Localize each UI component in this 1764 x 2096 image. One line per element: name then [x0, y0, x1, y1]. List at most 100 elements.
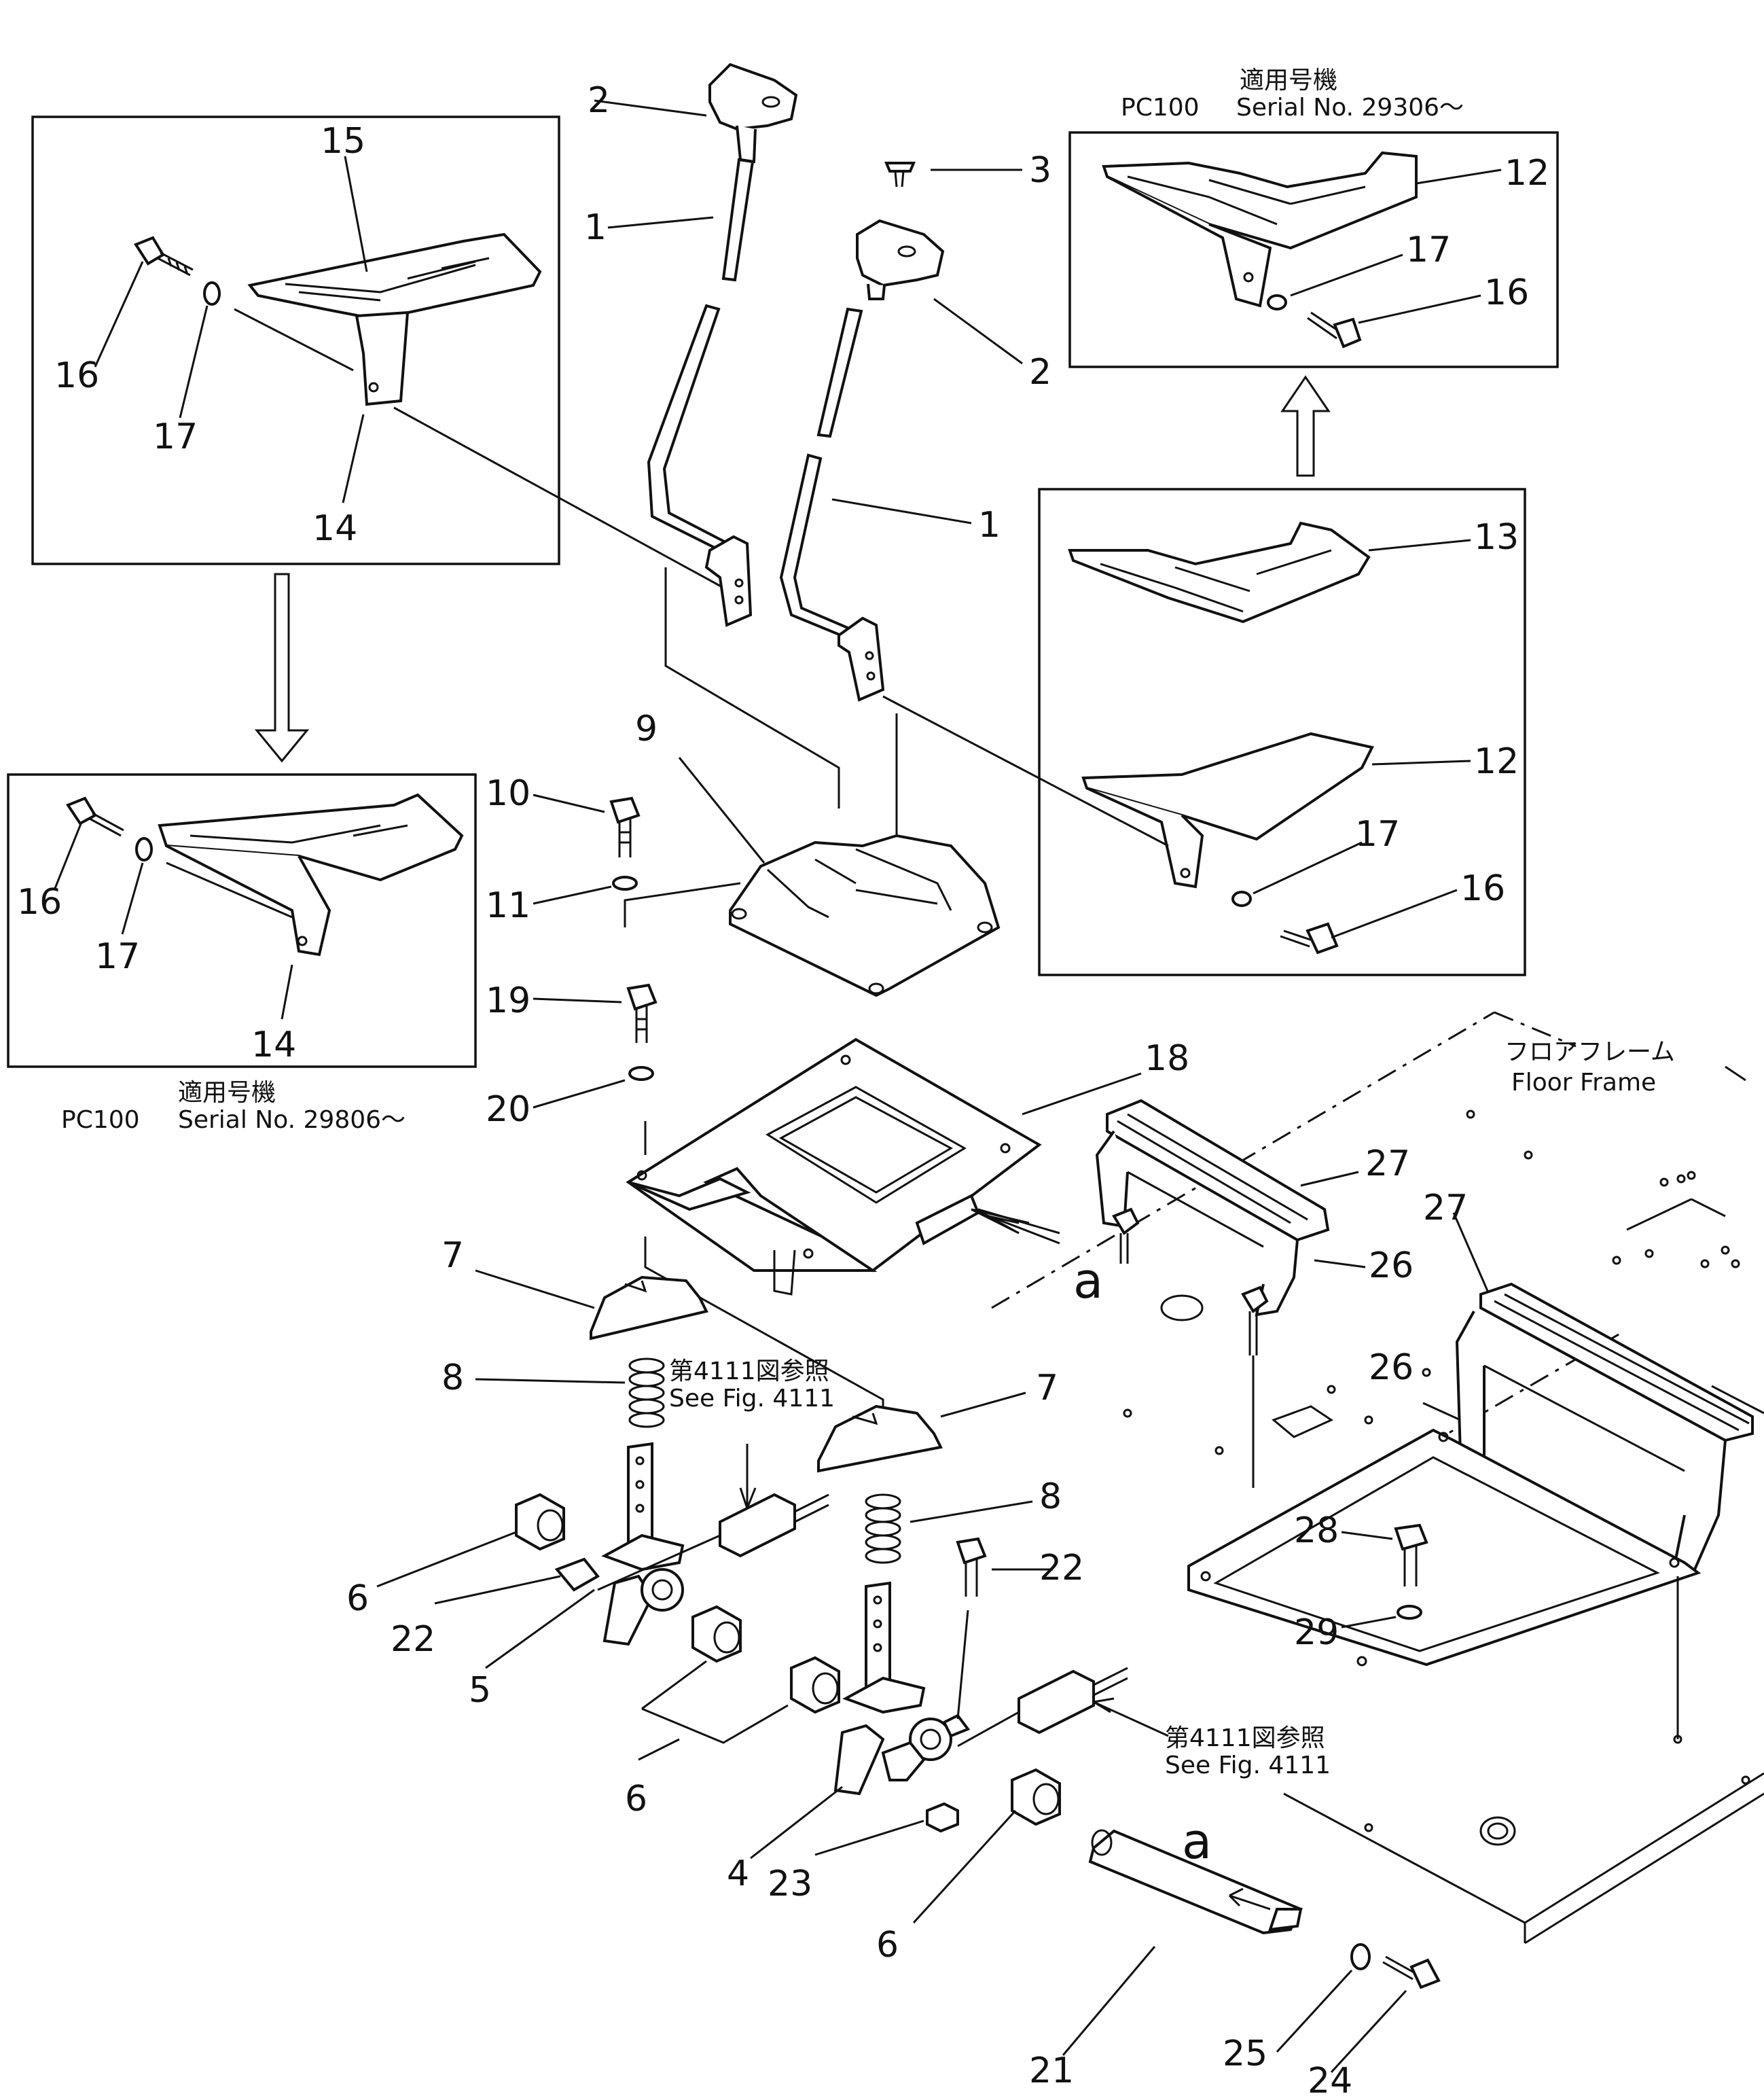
washer-17-middle-right — [1231, 891, 1252, 907]
label-7-right: 7 — [1036, 1368, 1058, 1408]
down-arrow — [254, 573, 310, 763]
label-26-upper: 26 — [1369, 1245, 1414, 1286]
label-29: 29 — [1294, 1612, 1339, 1653]
bolt-16-top-left — [134, 236, 194, 277]
nut-23 — [926, 1802, 959, 1833]
bushing-6-d — [1011, 1768, 1061, 1826]
label-14-top-left: 14 — [312, 508, 357, 549]
label-16-middle-right: 16 — [1460, 868, 1505, 909]
label-16-top-left: 16 — [54, 355, 99, 396]
stopper-7-right — [817, 1404, 943, 1473]
fig-ref-left-jp: 第4111図参照 — [669, 1357, 829, 1385]
bushing-6-a — [515, 1493, 565, 1551]
label-8-right: 8 — [1039, 1476, 1062, 1517]
bolt-16-bottom-left — [65, 796, 124, 837]
label-17-top-right: 17 — [1406, 230, 1451, 270]
lever-4 — [833, 1581, 971, 1796]
washer-29 — [1397, 1605, 1422, 1620]
label-11: 11 — [486, 885, 530, 926]
connector-right — [1018, 1667, 1169, 1737]
label-22-right: 22 — [1039, 1548, 1084, 1588]
washer-20 — [628, 1066, 654, 1081]
washer-17-top-left — [203, 281, 221, 306]
label-12-top-right: 12 — [1505, 153, 1549, 194]
label-22-left: 22 — [391, 1619, 435, 1660]
label-20: 20 — [486, 1089, 530, 1130]
washer-17-top-right — [1267, 294, 1287, 310]
label-16-bottom-left: 16 — [17, 882, 62, 923]
label-3: 3 — [1029, 150, 1051, 191]
washer-25 — [1350, 1943, 1371, 1970]
label-6-b: 6 — [625, 1779, 647, 1819]
bushing-6-c — [790, 1656, 840, 1714]
fig-ref-right-jp: 第4111図参照 — [1165, 1724, 1325, 1752]
bolt-28 — [1394, 1523, 1428, 1586]
lever-1-right — [779, 307, 885, 702]
label-17-middle-right: 17 — [1355, 814, 1400, 855]
label-27-lower: 27 — [1423, 1188, 1468, 1228]
serial-note-left-applicable: 適用号機 — [178, 1079, 276, 1107]
lever-1-left — [647, 158, 755, 627]
washer-11 — [612, 876, 638, 891]
boot-9 — [729, 834, 1001, 997]
label-8-left: 8 — [442, 1357, 464, 1398]
screw-3 — [884, 162, 916, 188]
label-18: 18 — [1145, 1038, 1189, 1079]
bolt-19 — [626, 983, 658, 1043]
label-25: 25 — [1223, 2033, 1267, 2074]
label-4: 4 — [727, 1853, 749, 1894]
label-14-bottom-left: 14 — [251, 1025, 296, 1065]
floor-frame-en: Floor Frame — [1511, 1069, 1656, 1097]
bushing-6-b — [691, 1605, 742, 1663]
inset-box-top-left — [31, 116, 560, 565]
plate-18 — [626, 1037, 1042, 1296]
fig-ref-left-en: See Fig. 4111 — [669, 1385, 835, 1413]
label-21: 21 — [1029, 2050, 1074, 2091]
label-5: 5 — [469, 1670, 491, 1711]
view-mark-a-lower: a — [1182, 1813, 1212, 1870]
pedal-13-drawing — [1068, 521, 1371, 624]
spring-8-left — [628, 1357, 665, 1428]
serial-note-right-serial: Serial No. 29306～ — [1236, 94, 1464, 122]
label-27-upper: 27 — [1365, 1143, 1410, 1184]
label-15: 15 — [321, 121, 365, 162]
bolt-16-middle-right — [1280, 922, 1339, 955]
up-arrow — [1280, 375, 1331, 477]
label-7-left: 7 — [442, 1235, 464, 1276]
label-1-right: 1 — [978, 505, 1001, 546]
step-26-27-upper — [1095, 1099, 1330, 1355]
washer-17-bottom-left — [135, 837, 153, 862]
label-16-top-right: 16 — [1484, 272, 1529, 313]
pedal-15-drawing — [247, 232, 542, 406]
label-28: 28 — [1294, 1510, 1339, 1551]
label-12-middle-right: 12 — [1474, 741, 1519, 782]
label-19: 19 — [486, 980, 530, 1021]
serial-note-right-model: PC100 — [1121, 94, 1200, 122]
floor-frame-jp: フロアフレーム — [1505, 1038, 1675, 1066]
label-26-lower: 26 — [1369, 1347, 1414, 1388]
label-1-top: 1 — [584, 207, 607, 248]
label-2-top: 2 — [588, 80, 610, 121]
pedal-12-top-right-drawing — [1102, 151, 1418, 308]
serial-note-right-applicable: 適用号機 — [1240, 67, 1337, 94]
fig-ref-right-en: See Fig. 4111 — [1165, 1752, 1331, 1779]
bolt-22-right — [956, 1537, 987, 1597]
knob-2-left — [708, 63, 798, 164]
label-9: 9 — [635, 709, 658, 749]
label-23: 23 — [768, 1864, 812, 1904]
label-2-right: 2 — [1029, 352, 1051, 393]
pedal-12-middle-right-drawing — [1081, 732, 1374, 889]
label-6-c: 6 — [876, 1925, 899, 1966]
shaft-21 — [1088, 1829, 1303, 1935]
knob-2-right — [856, 219, 945, 300]
serial-note-left-model: PC100 — [61, 1106, 140, 1134]
connector-left — [719, 1444, 829, 1558]
spring-8-right — [865, 1493, 901, 1564]
bolt-16-top-right — [1307, 311, 1362, 349]
lever-5 — [554, 1442, 685, 1646]
view-mark-a-upper: a — [1073, 1252, 1103, 1309]
serial-note-left-serial: Serial No. 29806～ — [178, 1106, 406, 1134]
step-26-27-lower — [1187, 1282, 1754, 1667]
bolt-10 — [609, 796, 641, 857]
bolt-24 — [1382, 1955, 1441, 1989]
